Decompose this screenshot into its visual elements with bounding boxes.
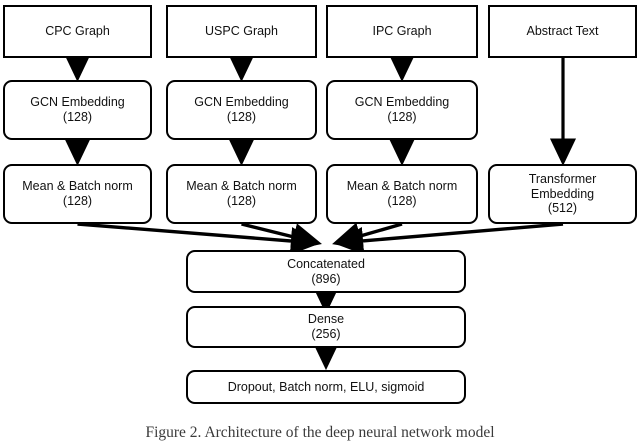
node-mean-batch-norm-uspc[interactable]: Mean & Batch norm (128) bbox=[166, 164, 317, 224]
node-concatenated-line2: (896) bbox=[311, 271, 341, 286]
node-gcn-embedding-cpc-line1: GCN Embedding bbox=[30, 95, 125, 110]
arrow-transformer-to-concat bbox=[333, 222, 564, 255]
node-cpc-graph[interactable]: CPC Graph bbox=[3, 5, 152, 58]
node-gcn-embedding-uspc-line2: (128) bbox=[226, 110, 257, 124]
node-gcn-embedding-uspc[interactable]: GCN Embedding (128) bbox=[166, 80, 317, 140]
node-mean-batch-norm-ipc[interactable]: Mean & Batch norm (128) bbox=[326, 164, 478, 224]
node-ipc-graph[interactable]: IPC Graph bbox=[326, 5, 478, 58]
node-gcn-embedding-ipc-line2: (128) bbox=[387, 110, 417, 124]
node-gcn-embedding-cpc-line2: (128) bbox=[62, 110, 93, 124]
arrow-norm1-to-concat bbox=[77, 222, 321, 255]
node-ipc-graph-line1: IPC Graph bbox=[372, 24, 432, 39]
node-mean-batch-norm-uspc-line1: Mean & Batch norm bbox=[186, 179, 297, 194]
node-concatenated[interactable]: Concatenated (896) bbox=[186, 250, 466, 293]
node-uspc-graph-line1: USPC Graph bbox=[205, 24, 278, 39]
node-transformer-embedding-line3: (512) bbox=[547, 201, 578, 216]
node-mean-batch-norm-uspc-line2: (128) bbox=[226, 194, 257, 208]
node-mean-batch-norm-cpc-line1: Mean & Batch norm bbox=[22, 179, 133, 194]
node-dropout-batchnorm-elu-sigmoid[interactable]: Dropout, Batch norm, ELU, sigmoid bbox=[186, 370, 466, 404]
node-cpc-graph-line1: CPC Graph bbox=[45, 24, 110, 39]
node-gcn-embedding-ipc[interactable]: GCN Embedding (128) bbox=[326, 80, 478, 140]
node-uspc-graph[interactable]: USPC Graph bbox=[166, 5, 317, 58]
node-gcn-embedding-uspc-line1: GCN Embedding bbox=[194, 95, 289, 110]
node-transformer-embedding-line1: Transformer bbox=[528, 171, 597, 186]
node-mean-batch-norm-cpc-line2: (128) bbox=[62, 194, 93, 208]
node-abstract-text[interactable]: Abstract Text bbox=[488, 5, 637, 58]
node-dense-line1: Dense bbox=[307, 312, 345, 327]
node-dropout-batchnorm-elu-sigmoid-line1: Dropout, Batch norm, ELU, sigmoid bbox=[227, 379, 425, 394]
arrow-norm2-to-concat bbox=[241, 222, 322, 251]
arrow-norm3-to-concat bbox=[332, 222, 403, 250]
node-dense[interactable]: Dense (256) bbox=[186, 306, 466, 348]
node-concatenated-line1: Concatenated bbox=[287, 256, 365, 271]
node-transformer-embedding-line2: Embedding bbox=[530, 186, 595, 201]
node-transformer-embedding[interactable]: Transformer Embedding (512) bbox=[488, 164, 637, 224]
node-dense-line2: (256) bbox=[311, 327, 341, 341]
node-gcn-embedding-ipc-line1: GCN Embedding bbox=[354, 95, 450, 110]
node-gcn-embedding-cpc[interactable]: GCN Embedding (128) bbox=[3, 80, 152, 140]
node-abstract-text-line1: Abstract Text bbox=[526, 24, 599, 39]
node-mean-batch-norm-ipc-line1: Mean & Batch norm bbox=[346, 179, 458, 194]
node-mean-batch-norm-ipc-line2: (128) bbox=[387, 194, 417, 208]
node-mean-batch-norm-cpc[interactable]: Mean & Batch norm (128) bbox=[3, 164, 152, 224]
figure-caption: Figure 2. Architecture of the deep neura… bbox=[145, 424, 495, 441]
